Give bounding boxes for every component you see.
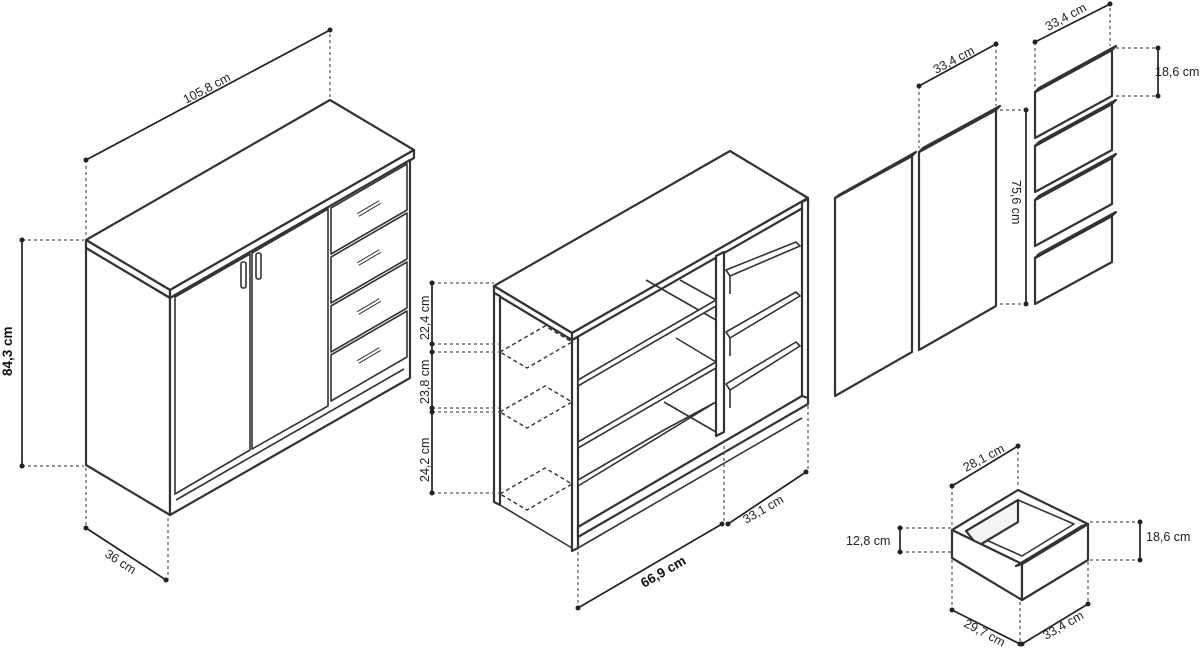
- right-compartment-width-label: 33,1 cm: [741, 492, 787, 526]
- carcass-without-doors: 22,4 cm 23,8 cm 24,2 cm 66,9 cm 33,1 cm: [418, 149, 810, 611]
- door-width-label: 33,4 cm: [931, 43, 977, 76]
- carcass-divider: [714, 250, 726, 438]
- left-shelf-top: [577, 299, 717, 387]
- left-shelf-middle: [577, 361, 717, 449]
- carcass-bottom-base: [499, 504, 573, 549]
- sideboard-top-right-edge: [168, 148, 416, 300]
- drawer-front-height-label: 18,6 cm: [1155, 65, 1199, 79]
- carcass-left-side: [492, 291, 502, 507]
- drawer-front-1-top: [1033, 44, 1118, 94]
- shelf-mid-back: [675, 337, 717, 363]
- right-shelf-1: [725, 241, 801, 277]
- shelf-gap-middle-label: 23,8 cm: [418, 360, 432, 404]
- sideboard-left-door: [174, 253, 251, 495]
- drawer-front-width-2-label: 33,4 cm: [1041, 608, 1087, 642]
- sideboard-plinth-line: [175, 368, 405, 501]
- sideboard-height-dimension: 84,3 cm: [0, 237, 84, 469]
- drawer-front-4-top: [1033, 210, 1118, 260]
- drawer-box: 28,1 cm 12,8 cm 18,6 cm 29,7 cm: [846, 441, 1190, 648]
- divider-top-back: [645, 279, 717, 321]
- door-height-dimension: 75,6 cm: [1000, 107, 1029, 307]
- carcass-front-left-post: [570, 335, 580, 553]
- carcass-bottom: [576, 394, 810, 539]
- drawer-fronts: 33,4 cm 18,6 cm: [1032, 0, 1199, 306]
- drawer-front-height-dimension: 18,6 cm: [1116, 45, 1199, 99]
- carcass-top: [492, 149, 810, 335]
- drawer-front-width-label: 33,4 cm: [1043, 0, 1089, 33]
- hidden-shelf-bottom: [498, 467, 574, 511]
- door-panels: 33,4 cm 75,6 cm: [833, 41, 1029, 398]
- shelf-gap-top-label: 22,4 cm: [418, 296, 432, 340]
- shelf-spacing-dimensions: 22,4 cm 23,8 cm 24,2 cm: [418, 280, 500, 496]
- left-shelf-lower: [577, 401, 717, 487]
- right-shelf-3: [725, 341, 801, 391]
- door-height-label: 75,6 cm: [1009, 180, 1023, 224]
- carcass-bottom-plinth: [577, 417, 803, 549]
- shelf-top-back: [679, 279, 717, 301]
- drawer-front-height-dimension-2: 18,6 cm: [1090, 519, 1190, 563]
- drawer-box-height-label: 12,8 cm: [846, 534, 890, 548]
- drawer-front-height-2-label: 18,6 cm: [1146, 530, 1190, 544]
- left-door-handle: [240, 261, 247, 289]
- drawer-box-depth-label: 29,7 cm: [962, 616, 1008, 648]
- door-panel-2-edge: [917, 104, 1002, 154]
- carcass-right-side: [800, 197, 810, 403]
- drawer-box-front-top: [1014, 522, 1090, 568]
- right-door-handle: [255, 252, 262, 280]
- drawer-box-height-dimension: 12,8 cm: [846, 525, 952, 555]
- sideboard-height-label: 84,3 cm: [0, 326, 15, 376]
- sideboard-assembled: 105,8 cm 84,3 cm 36 cm: [0, 27, 416, 583]
- drawer-handles: [356, 200, 382, 364]
- drawer-box-width-label: 28,1 cm: [961, 441, 1007, 474]
- drawer-front-3-top: [1033, 152, 1118, 202]
- right-shelf-2: [725, 291, 801, 339]
- hidden-shelf-middle: [498, 385, 574, 429]
- sideboard-width-label: 105,8 cm: [181, 70, 233, 107]
- sideboard-right-door: [251, 208, 329, 450]
- drawer-front-2-top: [1033, 98, 1118, 148]
- shelf-gap-bottom-label: 24,2 cm: [418, 438, 432, 482]
